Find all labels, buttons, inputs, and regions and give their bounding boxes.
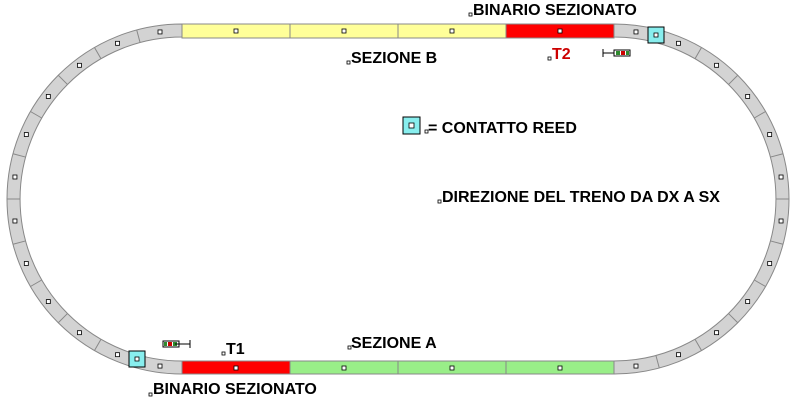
curve-segment-divider [57,313,68,324]
segment-marker [633,363,639,369]
train-icon [602,49,631,57]
segment-marker [23,261,29,266]
segment-marker [714,330,719,336]
curve-segment-divider [136,29,141,43]
segment-marker [233,365,239,371]
curve-segment-divider [728,313,739,324]
segment-marker [778,218,784,224]
curve-segment-divider [754,111,766,119]
segment-marker [449,365,455,371]
segment-marker [45,299,51,304]
train-icon [162,340,191,348]
segment-marker [45,94,51,99]
segment-marker [115,40,120,46]
segment-marker [557,28,563,34]
curve-segment-divider [770,240,784,245]
segment-marker [12,218,18,224]
segment-marker [115,352,120,358]
segment-marker [767,261,773,266]
reed-contact-legend-icon [402,116,421,135]
curve-segment-divider [770,153,784,158]
curve-segment-divider [655,355,660,369]
segment-marker [745,94,751,99]
segment-marker [23,132,29,137]
segment-marker [12,174,18,180]
segment-marker [157,29,163,35]
segment-marker [714,62,719,68]
segment-marker [557,365,563,371]
label-anchors [148,12,552,397]
curve-segment-divider [30,111,42,119]
isolated-track-label-top: BINARIO SEZIONATO [473,2,637,19]
section-a-label: SEZIONE A [351,335,437,352]
curve-segment-divider [94,47,102,59]
reed-contact-icon [647,26,665,44]
segment-marker [341,365,347,371]
segment-marker [233,28,239,34]
reed-contact-icon [128,350,146,368]
segment-marker [449,28,455,34]
segment-marker [633,29,639,35]
segment-marker [745,299,751,304]
train-direction-label: DIREZIONE DEL TRENO DA DX A SX [442,189,720,206]
curve-segment-divider [728,74,739,85]
curve-segment-divider [94,339,102,351]
isolated-track-label-bottom: BINARIO SEZIONATO [153,381,317,398]
segment-marker [157,363,163,369]
segment-marker [77,62,82,68]
bottom-straight-track [181,360,615,375]
reed-contact-legend-label: = CONTATTO REED [428,120,577,137]
segment-marker [77,330,82,336]
curve-segment-divider [754,279,766,287]
segment-marker [676,40,681,46]
left-curve-track [6,23,183,375]
curve-segment-divider [694,339,702,351]
curve-segment-divider [57,74,68,85]
top-straight-track [181,23,615,39]
segment-marker [341,28,347,34]
curve-segment-divider [30,279,42,287]
segment-marker [676,352,681,358]
curve-segment-divider [12,153,26,158]
curve-segment-divider [12,240,26,245]
segment-marker [767,132,773,137]
segment-marker [778,174,784,180]
train-t1-label: T1 [226,341,245,358]
curve-segment-divider [694,47,702,59]
section-b-label: SEZIONE B [351,50,437,67]
train-t2-label: T2 [552,46,571,63]
